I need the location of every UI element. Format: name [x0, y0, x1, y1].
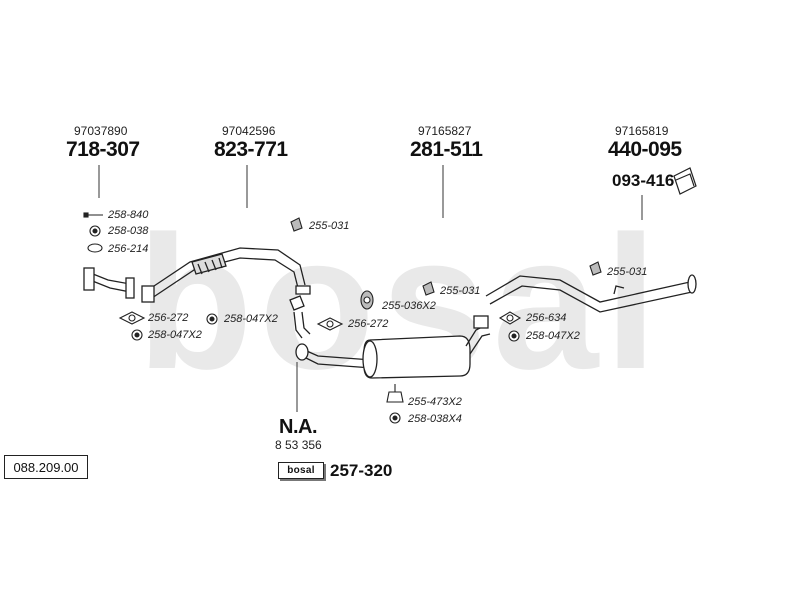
mid-pipe-oem: 8 53 356 — [275, 438, 322, 452]
hanger-icon — [290, 217, 303, 232]
front-pipe — [83, 267, 135, 299]
fitting-code: 258-038 — [108, 225, 149, 237]
nut-icon — [206, 313, 218, 325]
oem-number: 97042596 — [222, 124, 276, 138]
fitting-code: 255-036X2 — [382, 300, 436, 312]
part-number: 718-307 — [66, 138, 140, 161]
rear-silencer — [295, 315, 491, 379]
tail-pipe — [485, 274, 697, 313]
nut-icon — [131, 329, 143, 341]
extra-part-number: 093-416 — [612, 171, 675, 190]
oem-number: 97165827 — [418, 124, 472, 138]
nut-icon — [508, 330, 520, 342]
fitting-code: 255-031 — [607, 266, 648, 278]
part-number: 281-511 — [410, 138, 483, 161]
part-number: 823-771 — [214, 138, 288, 161]
gasket-icon — [498, 311, 522, 325]
fitting-code: 258-047X2 — [224, 313, 278, 325]
rubber-mount-icon — [386, 384, 404, 403]
ring-icon — [87, 243, 103, 253]
fitting-code: 258-038X4 — [408, 413, 462, 425]
kit-part-number: 257-320 — [330, 461, 393, 480]
reference-number: 088.209.00 — [4, 455, 88, 479]
bolt-icon — [83, 212, 103, 218]
oem-number: 97165819 — [615, 124, 669, 138]
bosal-badge: bosal — [278, 462, 324, 479]
nut-icon — [389, 412, 401, 424]
part-number: 440-095 — [608, 138, 682, 161]
damper-icon — [673, 167, 697, 195]
hanger-icon — [422, 281, 435, 296]
fitting-code: 256-634 — [526, 312, 567, 324]
fitting-code: 258-047X2 — [148, 329, 202, 341]
fitting-code: 255-473X2 — [408, 396, 462, 408]
gasket-icon — [118, 311, 146, 325]
mid-pipe-part: N.A. — [279, 416, 318, 438]
fitting-code: 258-047X2 — [526, 330, 580, 342]
fitting-code: 256-272 — [148, 312, 189, 324]
leader-lines — [98, 165, 643, 412]
fitting-code: 255-031 — [309, 220, 350, 232]
hanger-icon — [589, 261, 602, 276]
fitting-code: 256-272 — [348, 318, 389, 330]
rubber-mount-icon — [360, 290, 374, 310]
gasket-icon — [316, 317, 344, 331]
fitting-code: 256-214 — [108, 243, 149, 255]
fitting-code: 258-840 — [108, 209, 149, 221]
oem-number: 97037890 — [74, 124, 128, 138]
connector-pipe — [289, 295, 311, 339]
fitting-code: 255-031 — [440, 285, 481, 297]
intermediate-pipe — [141, 247, 311, 303]
nut-icon — [89, 225, 101, 237]
